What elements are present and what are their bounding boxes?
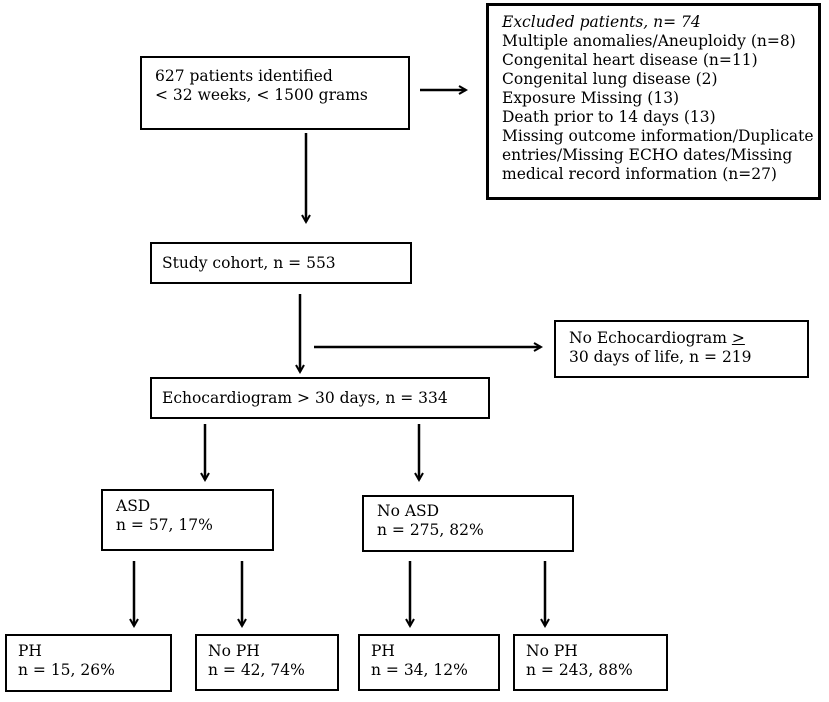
excluded-item: Congenital heart disease (n=11)	[502, 51, 758, 69]
excluded-box: Excluded patients, n= 74 Multiple anomal…	[486, 3, 821, 200]
no-echo-line-2: 30 days of life, n = 219	[569, 348, 752, 366]
asd-ph-box: PH n = 15, 26%	[5, 634, 172, 692]
no-echo-line-1: No Echocardiogram >	[569, 329, 807, 348]
no-asd-no-ph-title: No PH	[526, 642, 578, 660]
asd-no-ph-stat: n = 42, 74%	[208, 661, 305, 679]
greater-equal-symbol: >	[731, 329, 745, 347]
asd-box: ASD n = 57, 17%	[101, 489, 274, 551]
asd-ph-stat: n = 15, 26%	[18, 661, 115, 679]
no-asd-ph-title: PH	[371, 642, 395, 660]
no-asd-stat: n = 275, 82%	[377, 521, 484, 539]
excluded-item: medical record information (n=27)	[502, 165, 777, 183]
no-asd-no-ph-stat: n = 243, 88%	[526, 661, 633, 679]
identified-line-2: < 32 weeks, < 1500 grams	[155, 86, 368, 104]
asd-title: ASD	[116, 497, 151, 515]
no-echo-text: No Echocardiogram	[569, 329, 732, 347]
study-cohort-label: Study cohort, n = 553	[162, 254, 336, 272]
asd-ph-title: PH	[18, 642, 42, 660]
excluded-item: Exposure Missing (13)	[502, 89, 680, 107]
no-asd-ph-stat: n = 34, 12%	[371, 661, 468, 679]
asd-no-ph-title: No PH	[208, 642, 260, 660]
excluded-item: Congenital lung disease (2)	[502, 70, 718, 88]
echo-box: Echocardiogram > 30 days, n = 334	[150, 377, 490, 419]
asd-stat: n = 57, 17%	[116, 516, 213, 534]
excluded-item: Death prior to 14 days (13)	[502, 108, 716, 126]
excluded-title: Excluded patients, n= 74	[502, 13, 701, 31]
asd-no-ph-box: No PH n = 42, 74%	[195, 634, 339, 691]
excluded-item: Multiple anomalies/Aneuploidy (n=8)	[502, 32, 796, 50]
no-echo-box: No Echocardiogram > 30 days of life, n =…	[554, 320, 809, 378]
identified-line-1: 627 patients identified	[155, 67, 333, 85]
no-asd-no-ph-box: No PH n = 243, 88%	[513, 634, 668, 691]
no-asd-title: No ASD	[377, 502, 440, 520]
no-asd-box: No ASD n = 275, 82%	[362, 495, 574, 552]
study-cohort-box: Study cohort, n = 553	[150, 242, 412, 284]
echo-label: Echocardiogram > 30 days, n = 334	[162, 389, 448, 407]
excluded-item: entries/Missing ECHO dates/Missing	[502, 146, 793, 164]
no-asd-ph-box: PH n = 34, 12%	[358, 634, 500, 691]
excluded-item: Missing outcome information/Duplicate	[502, 127, 814, 145]
identified-box: 627 patients identified < 32 weeks, < 15…	[140, 56, 410, 130]
